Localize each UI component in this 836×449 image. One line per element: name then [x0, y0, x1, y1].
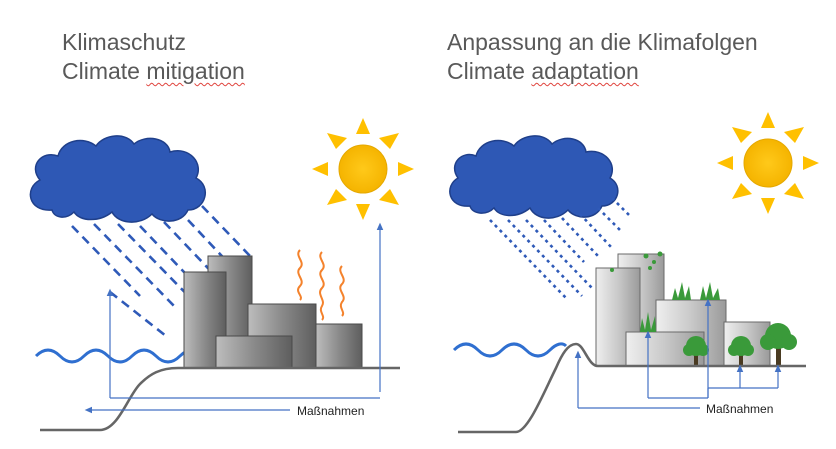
left-cloud-icon	[29, 135, 206, 223]
right-rain	[489, 197, 631, 301]
right-trees	[683, 323, 797, 366]
tree-icon	[760, 323, 797, 366]
right-sun-icon	[717, 112, 819, 214]
adaptation-title: Anpassung an die Klimafolgen Climate ada…	[447, 28, 758, 86]
left-ground-line	[40, 366, 400, 432]
right-ground-line	[458, 342, 806, 434]
left-heat-waves	[297, 249, 345, 321]
mitigation-title: Klimaschutz Climate mitigation	[62, 28, 245, 86]
left-measures-label: Maßnahmen	[297, 404, 364, 418]
adaptation-title-english-word2: adaptation	[531, 58, 639, 84]
adaptation-title-english: Climate adaptation	[447, 57, 758, 86]
adaptation-title-english-word1: Climate	[447, 58, 525, 84]
right-water-wave	[452, 342, 568, 358]
mitigation-title-english-word2: mitigation	[146, 58, 245, 84]
mitigation-title-english-word1: Climate	[62, 58, 140, 84]
mitigation-title-english: Climate mitigation	[62, 57, 245, 86]
left-measure-arrows	[84, 222, 384, 414]
right-measures-label: Maßnahmen	[706, 402, 773, 416]
right-measure-arrows	[574, 298, 782, 409]
mitigation-title-german: Klimaschutz	[62, 29, 186, 55]
tree-icon	[728, 336, 754, 366]
tree-icon	[683, 336, 709, 366]
mitigation-scene: Maßnahmen	[29, 118, 414, 432]
adaptation-scene: Maßnahmen	[449, 112, 819, 434]
left-buildings	[183, 255, 363, 369]
right-cloud-icon	[449, 135, 619, 219]
adaptation-title-german: Anpassung an die Klimafolgen	[447, 29, 758, 55]
right-green-roofs	[610, 251, 720, 332]
left-sun-icon	[312, 118, 414, 220]
